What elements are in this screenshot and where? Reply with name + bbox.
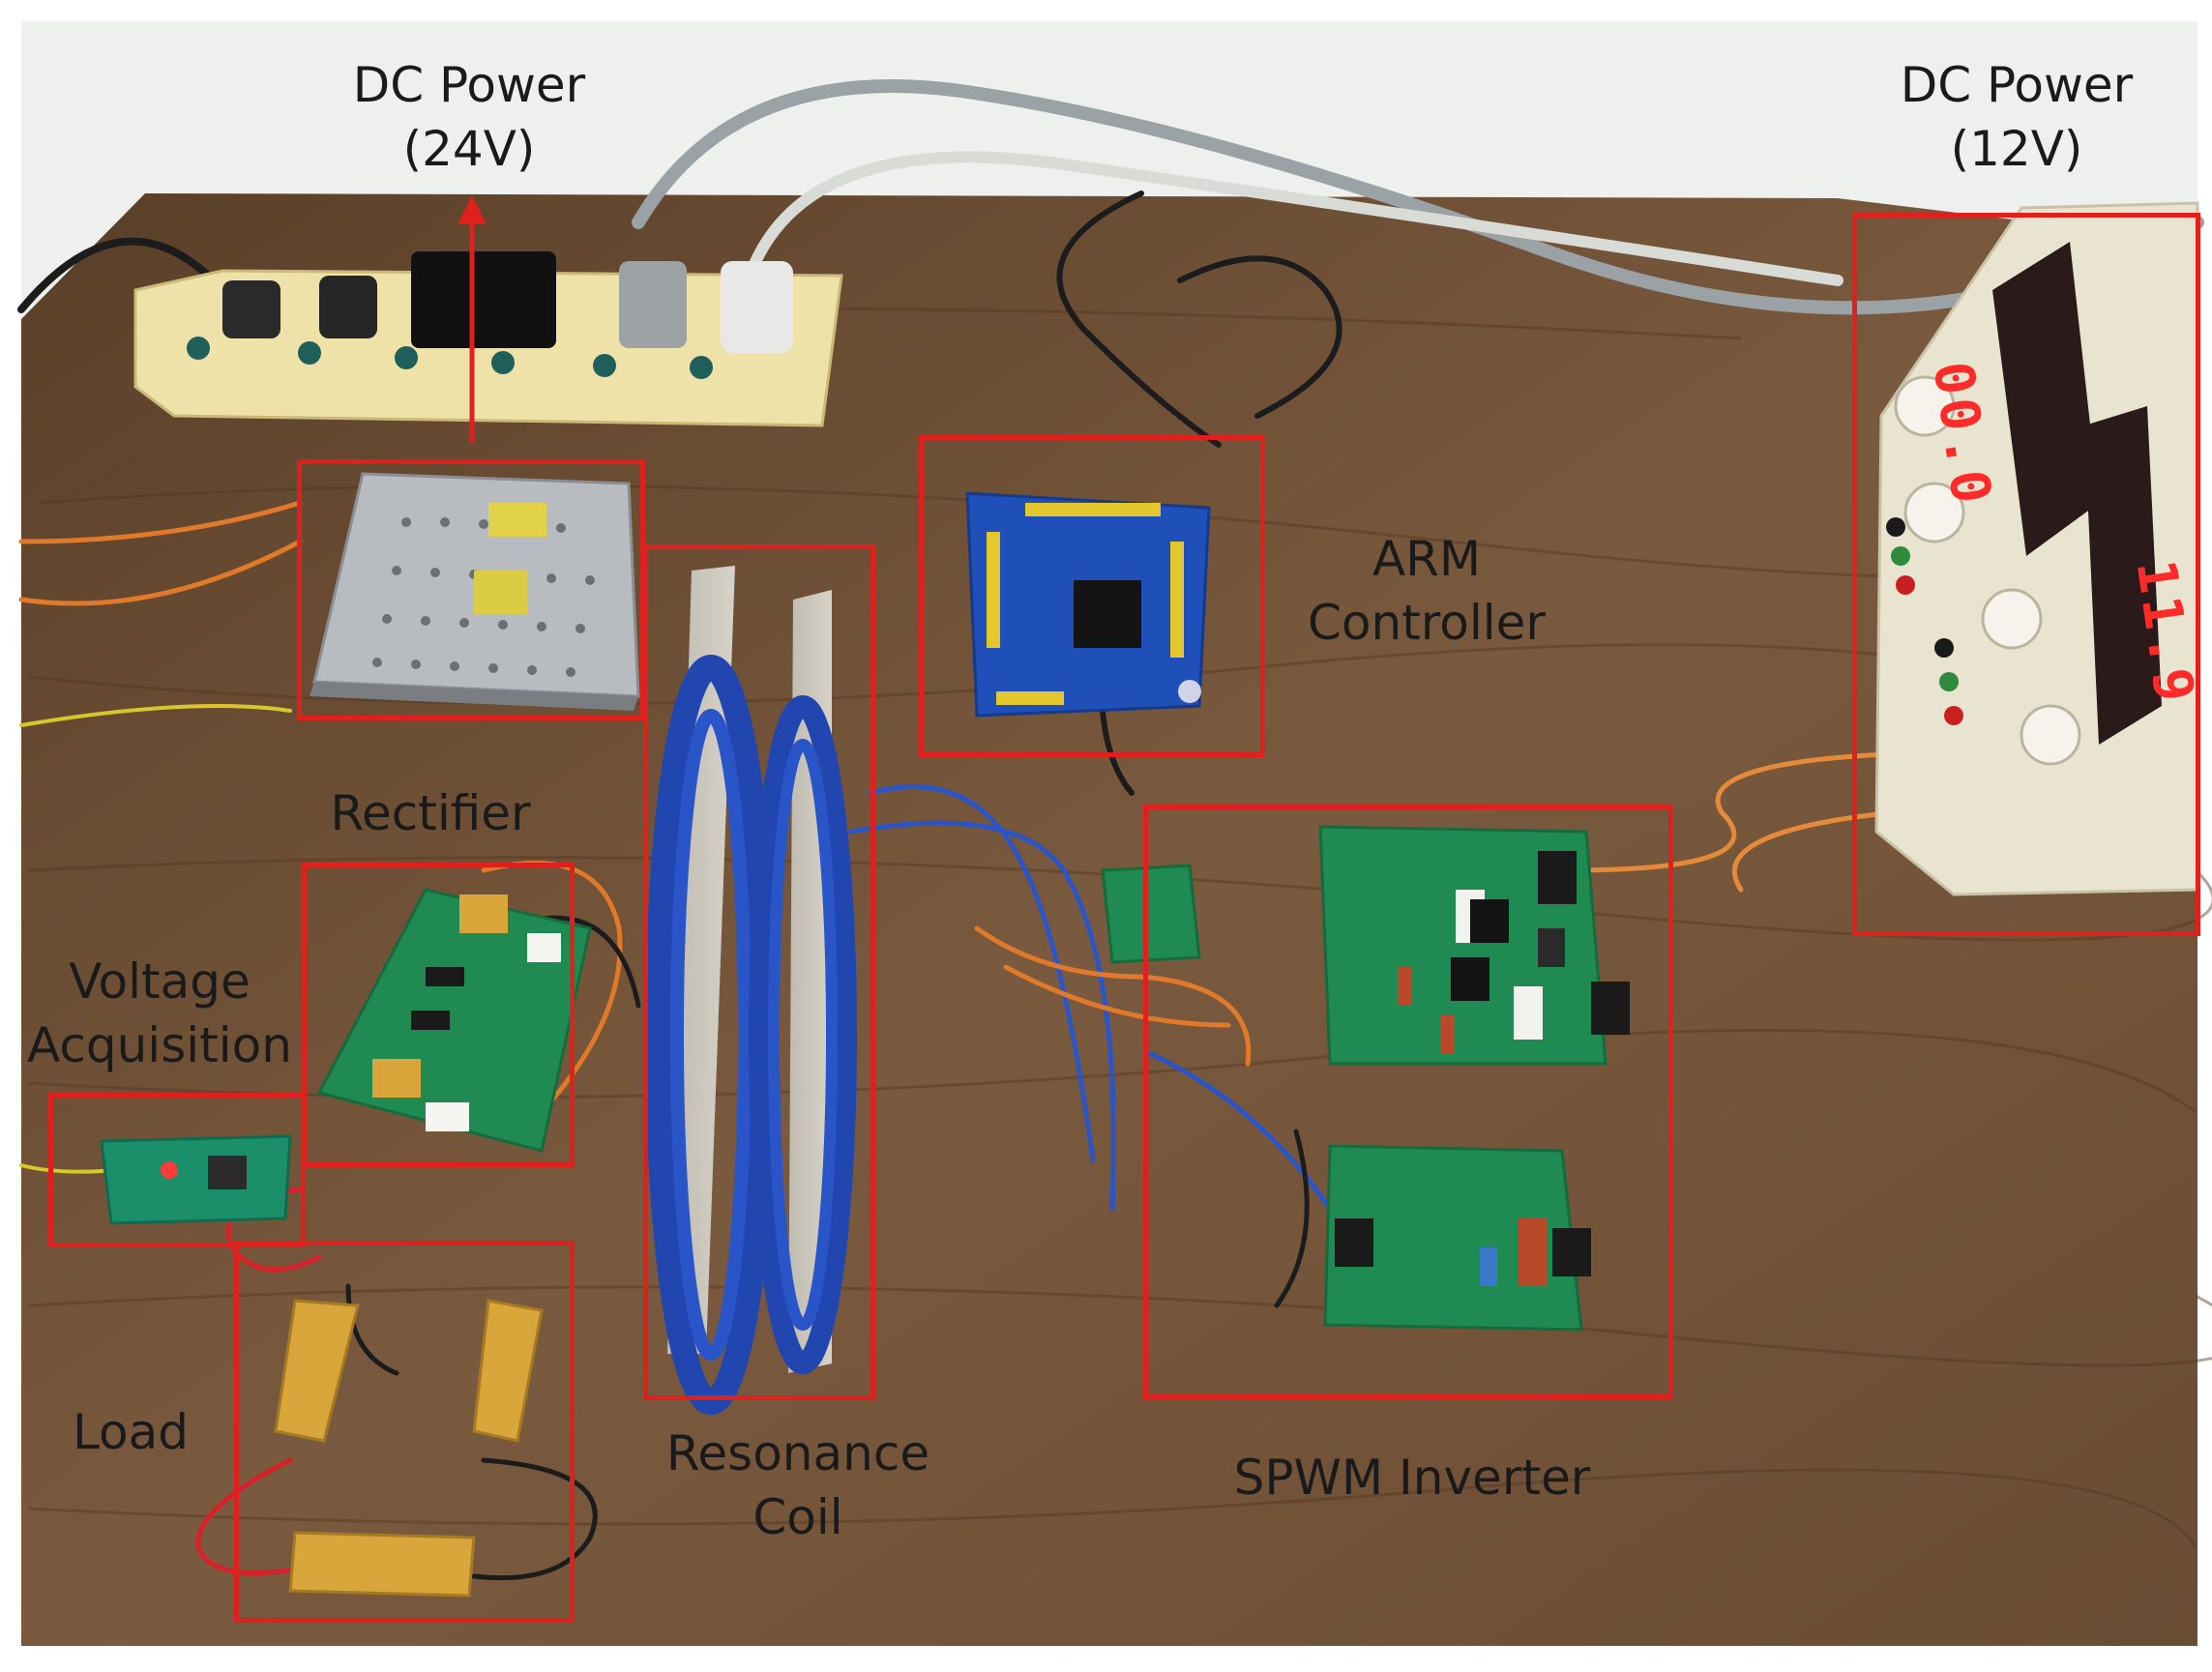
voltage-acquisition-label-line1: Voltage: [69, 953, 251, 1010]
dc-power-24v-box: [297, 459, 645, 720]
power-strip: [133, 251, 843, 427]
voltage-acquisition-label-line2: Acquisition: [27, 1017, 292, 1073]
dc-power-12v-label-line1: DC Power: [1900, 57, 2134, 113]
resonance-coil-label: Resonance Coil: [634, 1422, 962, 1549]
switching-power-supply: [310, 472, 640, 711]
voltage-acquisition-box: [48, 1093, 306, 1247]
rectifier-board: [316, 888, 592, 1153]
arm-controller-box: [919, 435, 1265, 757]
load-resistors: [274, 1299, 544, 1598]
arm-controller-label: ARM Controller: [1282, 527, 1572, 655]
resonance-coil-box: [643, 544, 875, 1400]
dc-power-12v-box: [1852, 213, 2200, 936]
arm-controller-label-line2: Controller: [1308, 595, 1546, 651]
resonance-coils: [645, 566, 857, 1415]
cables: [17, 79, 2204, 1581]
arm-controller-board: [965, 491, 1211, 718]
dc-power-12v-label-line2: (12V): [1950, 121, 2083, 177]
load-box: [234, 1241, 575, 1623]
dc-power-12v-label: DC Power (12V): [1872, 53, 2162, 181]
rectifier-box: [302, 863, 575, 1167]
dc-power-24v-label-line2: (24V): [402, 121, 536, 177]
resonance-coil-label-line2: Coil: [752, 1489, 843, 1545]
spwm-inverter-boards: [1101, 825, 1630, 1332]
dc-power-24v-arrow: [457, 195, 487, 443]
load-label: Load: [73, 1404, 189, 1460]
arm-controller-label-line1: ARM: [1371, 531, 1482, 587]
dc-power-24v-label-line1: DC Power: [352, 57, 586, 113]
dc-power-24v-label: DC Power (24V): [324, 53, 614, 181]
voltage-acquisition-label: Voltage Acquisition: [15, 950, 305, 1077]
resonance-coil-label-line1: Resonance: [665, 1425, 930, 1481]
spwm-inverter-box: [1143, 805, 1673, 1399]
rectifier-label: Rectifier: [330, 785, 531, 841]
voltage-acquisition-module: [100, 1134, 292, 1225]
bench-power-supply: [1874, 201, 2199, 896]
spwm-inverter-label: SPWM Inverter: [1233, 1450, 1591, 1506]
